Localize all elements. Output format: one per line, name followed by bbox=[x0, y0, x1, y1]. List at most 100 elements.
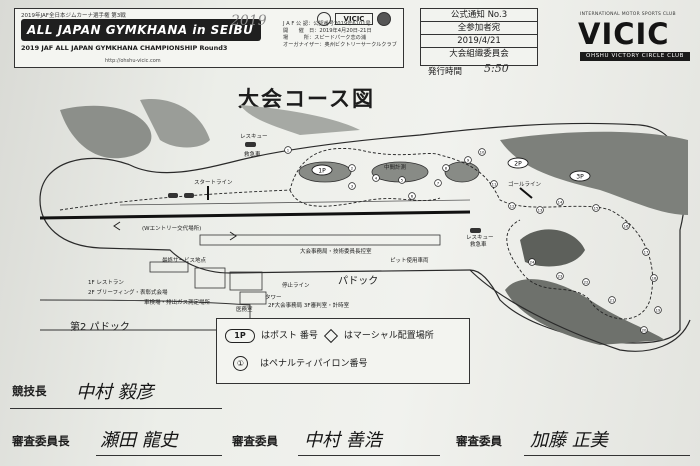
pylon-marker: 23 bbox=[556, 272, 564, 280]
jaf-seal-icon bbox=[317, 12, 331, 26]
center-flag-label: 中間計測 bbox=[384, 165, 407, 171]
event-info-line: 場 所：スピードパーク恋の浦 bbox=[283, 35, 367, 41]
legend-post-text: はポスト 番号 bbox=[261, 331, 318, 341]
hill-shape bbox=[505, 279, 665, 345]
building bbox=[149, 261, 189, 273]
organizer-seal-icon bbox=[377, 12, 391, 26]
pylon-marker: 5 bbox=[398, 176, 406, 184]
building bbox=[194, 267, 226, 289]
pylon-number: 15 bbox=[594, 206, 599, 211]
chief-steward-label: 審査委員長 bbox=[12, 434, 70, 448]
mini-vicic-logo: VICIC bbox=[335, 13, 373, 25]
event-header: 2019年JAF全日本ジムカーナ選手権 第3戦 ALL JAPAN GYMKHA… bbox=[14, 8, 404, 68]
pylon-marker: 14 bbox=[556, 198, 564, 206]
pylon-marker: 24 bbox=[528, 258, 536, 266]
pylon-number: 22 bbox=[584, 280, 589, 285]
pylon-marker: 20 bbox=[640, 326, 648, 334]
pylon-number: 18 bbox=[652, 276, 657, 281]
goal-line-mark bbox=[519, 187, 533, 199]
pylon-marker: 22 bbox=[582, 278, 590, 286]
event-info-line: 開 催 日：2019年4月20日-21日 bbox=[283, 28, 372, 34]
pylon-number: 5 bbox=[401, 178, 404, 183]
pylon-marker: 3 bbox=[348, 182, 356, 190]
club-tagline: INTERNATIONAL MOTOR SPORTS CLUB bbox=[580, 12, 676, 17]
pylon-marker: 2 bbox=[348, 164, 356, 172]
pylon-number: 24 bbox=[530, 260, 535, 265]
arrow-icon bbox=[229, 231, 237, 241]
hill-shape bbox=[240, 105, 360, 135]
trafficking-label: (Wエントリー交代場所) bbox=[142, 226, 202, 232]
post-marker: 3P bbox=[569, 170, 591, 182]
rescue-car-icon bbox=[245, 142, 256, 147]
pylon-number: 7 bbox=[437, 181, 440, 186]
event-url: http://ohshu-vicic.com bbox=[105, 58, 161, 64]
marshal-diamond-icon bbox=[323, 328, 338, 343]
island-shape bbox=[444, 161, 480, 183]
medical2-label: 救急車 bbox=[470, 242, 487, 248]
main-straight-line bbox=[39, 210, 471, 220]
hill-shape bbox=[140, 99, 210, 148]
pylon-number: 11 bbox=[492, 182, 497, 187]
pylon-marker: 1 bbox=[284, 146, 292, 154]
paddock-label: パドック bbox=[338, 276, 379, 287]
paddock2-outline bbox=[39, 299, 251, 331]
post-marker: 2P bbox=[507, 157, 529, 169]
notice-number: 公式通知 No.3 bbox=[421, 9, 537, 22]
pylon-number: 8 bbox=[445, 166, 448, 171]
start-line-label: スタートライン bbox=[194, 180, 233, 186]
legend-pylon-text: はペナルティパイロン番号 bbox=[260, 359, 368, 369]
hill-shape bbox=[500, 131, 688, 215]
driving-path bbox=[59, 147, 654, 320]
pylon-marker: 4 bbox=[372, 174, 380, 182]
steward2-signature: 加藤 正美 bbox=[530, 430, 608, 451]
tower-office-label: 2F大会事務局 3F審判室・計時室 bbox=[268, 303, 350, 309]
driving-path bbox=[289, 189, 441, 207]
rescue-label: レスキュー bbox=[240, 134, 268, 140]
medical-label: 救急車 bbox=[244, 152, 261, 158]
event-info-line: J A F 公 認：公認番号2019年6101号 bbox=[283, 21, 371, 27]
pylon-number: 3 bbox=[351, 184, 354, 189]
pylon-marker: 12 bbox=[508, 202, 516, 210]
pylon-number: 4 bbox=[375, 176, 378, 181]
pylon-number: 6 bbox=[411, 194, 414, 199]
pylon-number: 9 bbox=[467, 158, 470, 163]
tower-label: タワー bbox=[265, 295, 282, 301]
pylon-number: 10 bbox=[480, 150, 485, 155]
pylon-number: 16 bbox=[624, 224, 629, 229]
pylon-number: 23 bbox=[558, 274, 563, 279]
issued-label: 発行時間 bbox=[428, 67, 463, 77]
pit-grid bbox=[199, 234, 441, 246]
pylon-marker: 15 bbox=[592, 204, 600, 212]
pylon-marker: 21 bbox=[608, 296, 616, 304]
notice-issuer: 大会組織委員会 bbox=[449, 49, 509, 59]
goal-line-label: ゴールライン bbox=[508, 182, 542, 188]
signature-line bbox=[96, 455, 222, 456]
car-icon bbox=[168, 193, 178, 198]
clerk-label: 競技長 bbox=[12, 384, 47, 398]
notice-date: 2019/4/21 bbox=[421, 35, 537, 48]
legend-row-pylon: ① はペナルティパイロン番号 bbox=[225, 356, 367, 371]
pit-vehicle-label: ピット使用車両 bbox=[390, 258, 429, 264]
hill-shape bbox=[520, 229, 585, 267]
service-point-label: 最終サービス地点 bbox=[162, 258, 207, 264]
post-marker: 1P bbox=[311, 164, 333, 176]
steward2-label: 審査委員 bbox=[456, 434, 502, 448]
pylon-marker: 10 bbox=[478, 148, 486, 156]
post-label: 1P bbox=[318, 168, 326, 175]
pylon-marker: 6 bbox=[408, 192, 416, 200]
pylon-marker: 8 bbox=[442, 164, 450, 172]
event-top-line: 2019年JAF全日本ジムカーナ選手権 第3戦 bbox=[21, 13, 126, 19]
pylon-number: 20 bbox=[642, 328, 647, 333]
vicic-logo: VICIC bbox=[578, 17, 670, 51]
post-label: 2P bbox=[514, 161, 522, 168]
event-subtitle: 2019 JAF ALL JAPAN GYMKHANA CHAMPIONSHIP… bbox=[21, 44, 228, 52]
clerk-signature: 中村 毅彦 bbox=[76, 382, 154, 403]
pylon-badge-icon: ① bbox=[233, 356, 248, 371]
pylon-marker: 16 bbox=[622, 222, 630, 230]
inspection-label: 車検場・排出ガス測定場所 bbox=[144, 300, 211, 306]
track-outline bbox=[469, 269, 691, 352]
office-label: 大会事務局・技術委員長控室 bbox=[300, 249, 372, 255]
